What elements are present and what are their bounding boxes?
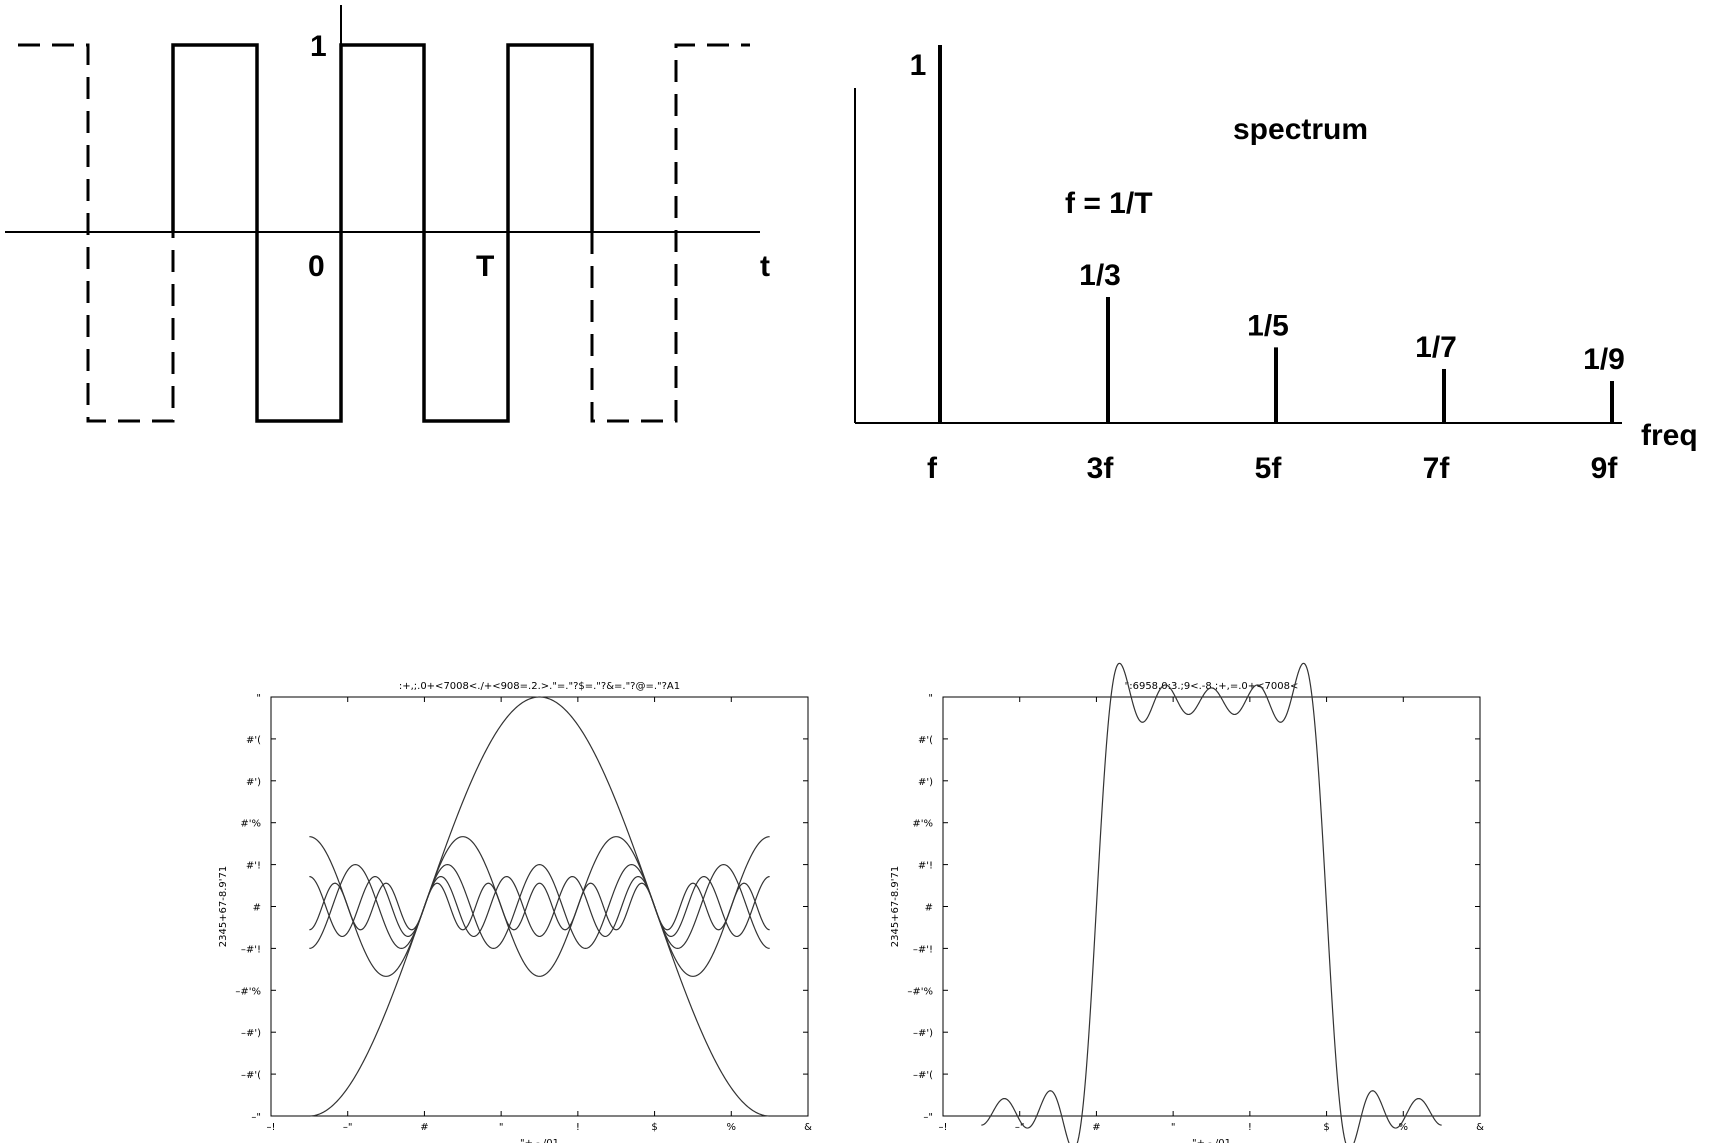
y-tick-label: #') — [246, 777, 261, 788]
harmonic-curve — [309, 836, 770, 977]
spectrum-category-label: 3f — [1087, 452, 1115, 485]
y-tick-label: –#'( — [241, 1070, 261, 1081]
period-label: T — [476, 250, 494, 283]
spectrum-value-label: 1 — [910, 49, 927, 82]
y-tick-label: #'! — [918, 861, 933, 872]
y-tick-label: #'% — [240, 819, 261, 830]
harmonic-curve — [309, 696, 770, 1117]
square-wave-solid — [171, 43, 594, 423]
x-tick-label: % — [727, 1122, 737, 1133]
x-tick-label: " — [499, 1122, 504, 1133]
y-tick-label: " — [928, 693, 933, 704]
plot-title: ":6958.0:3.;9<.-8.;+,=.0+<7008< — [1125, 681, 1299, 692]
x-tick-label: # — [420, 1122, 428, 1133]
spectrum-value-label: 1/3 — [1079, 259, 1121, 292]
square-wave-dashed-left — [18, 43, 175, 423]
x-tick-label: ! — [1248, 1122, 1252, 1133]
x-axis-label: "+,-./01 — [1192, 1138, 1231, 1143]
spectrum-category-label: 7f — [1423, 452, 1451, 485]
spectrum-title: spectrum — [1233, 113, 1368, 146]
x-tick-label: & — [1476, 1122, 1484, 1133]
y-tick-label: –" — [923, 1112, 933, 1123]
spectrum-value-label: 1/9 — [1583, 343, 1625, 376]
x-tick-label: –! — [266, 1122, 275, 1133]
spectrum-category-label: 9f — [1591, 452, 1619, 485]
origin-label: 0 — [308, 250, 325, 283]
partial-sum-plot: –! –" # "! $% & " #'( #') #'% #'! # –#'! –#'% –#') –#'(… — [890, 662, 1484, 1143]
x-tick-label: & — [804, 1122, 812, 1133]
y-tick-label: –#') — [241, 1028, 261, 1039]
y-tick-label: # — [253, 903, 261, 914]
square-wave-panel: 1 0 T t — [5, 5, 770, 423]
x-axis-label: "+,-./01 — [520, 1138, 559, 1143]
y-tick-label: " — [256, 693, 261, 704]
spectrum-bars — [938, 45, 1614, 423]
y-tick-label: –#'% — [907, 986, 933, 997]
partial-sum-curve — [981, 662, 1442, 1143]
plot-title: :+,;.0+<7008<./+<908=.2.>."=."?$=."?&=."… — [399, 681, 680, 692]
amplitude-label: 1 — [310, 30, 327, 63]
x-tick-label: $ — [651, 1122, 657, 1133]
spectrum-value-label: 1/7 — [1415, 331, 1457, 364]
y-tick-label: –#') — [913, 1028, 933, 1039]
y-tick-label: #') — [918, 777, 933, 788]
y-tick-label: #'% — [912, 819, 933, 830]
x-tick-label: " — [1171, 1122, 1176, 1133]
spectrum-value-label: 1/5 — [1247, 309, 1289, 342]
square-wave-dashed-right — [590, 43, 750, 423]
harmonic-curve — [309, 875, 770, 938]
harmonic-curve — [309, 863, 770, 950]
spectrum-xlabel: freq — [1641, 419, 1698, 452]
y-tick-label: #'! — [246, 861, 261, 872]
y-tick-label: –#'% — [235, 986, 261, 997]
y-tick-label: –#'( — [913, 1070, 933, 1081]
x-tick-label: –! — [938, 1122, 947, 1133]
y-tick-label: #'( — [246, 735, 261, 746]
y-tick-label: #'( — [918, 735, 933, 746]
y-tick-label: # — [925, 903, 933, 914]
y-axis-label: 2345+67-8.9'71 — [890, 866, 901, 948]
y-tick-label: –#'! — [241, 944, 261, 955]
plot-frame — [942, 696, 1481, 1117]
x-tick-label: –" — [343, 1122, 353, 1133]
time-axis-label: t — [760, 250, 770, 283]
spectrum-annotation: f = 1/T — [1065, 187, 1153, 220]
x-tick-label: % — [1399, 1122, 1409, 1133]
plot-frame — [270, 696, 809, 1117]
y-tick-label: –" — [251, 1112, 261, 1123]
x-tick-label: $ — [1323, 1122, 1329, 1133]
x-tick-label: ! — [576, 1122, 580, 1133]
y-axis-label: 2345+67-8.9'71 — [218, 866, 229, 948]
y-tick-label: –#'! — [913, 944, 933, 955]
spectrum-category-label: f — [927, 452, 938, 485]
spectrum-category-label: 5f — [1255, 452, 1283, 485]
x-tick-label: # — [1092, 1122, 1100, 1133]
x-tick-label: –" — [1015, 1122, 1025, 1133]
harmonic-curve — [309, 882, 770, 931]
spectrum-labels: f 1 3f 1/3 5f 1/5 7f 1/7 9f 1/9 — [910, 49, 1625, 485]
harmonics-plot: –! –" # "! $% & " #'( #') #'% #'! # –#'! –#'% –#') –#'(… — [218, 681, 812, 1143]
